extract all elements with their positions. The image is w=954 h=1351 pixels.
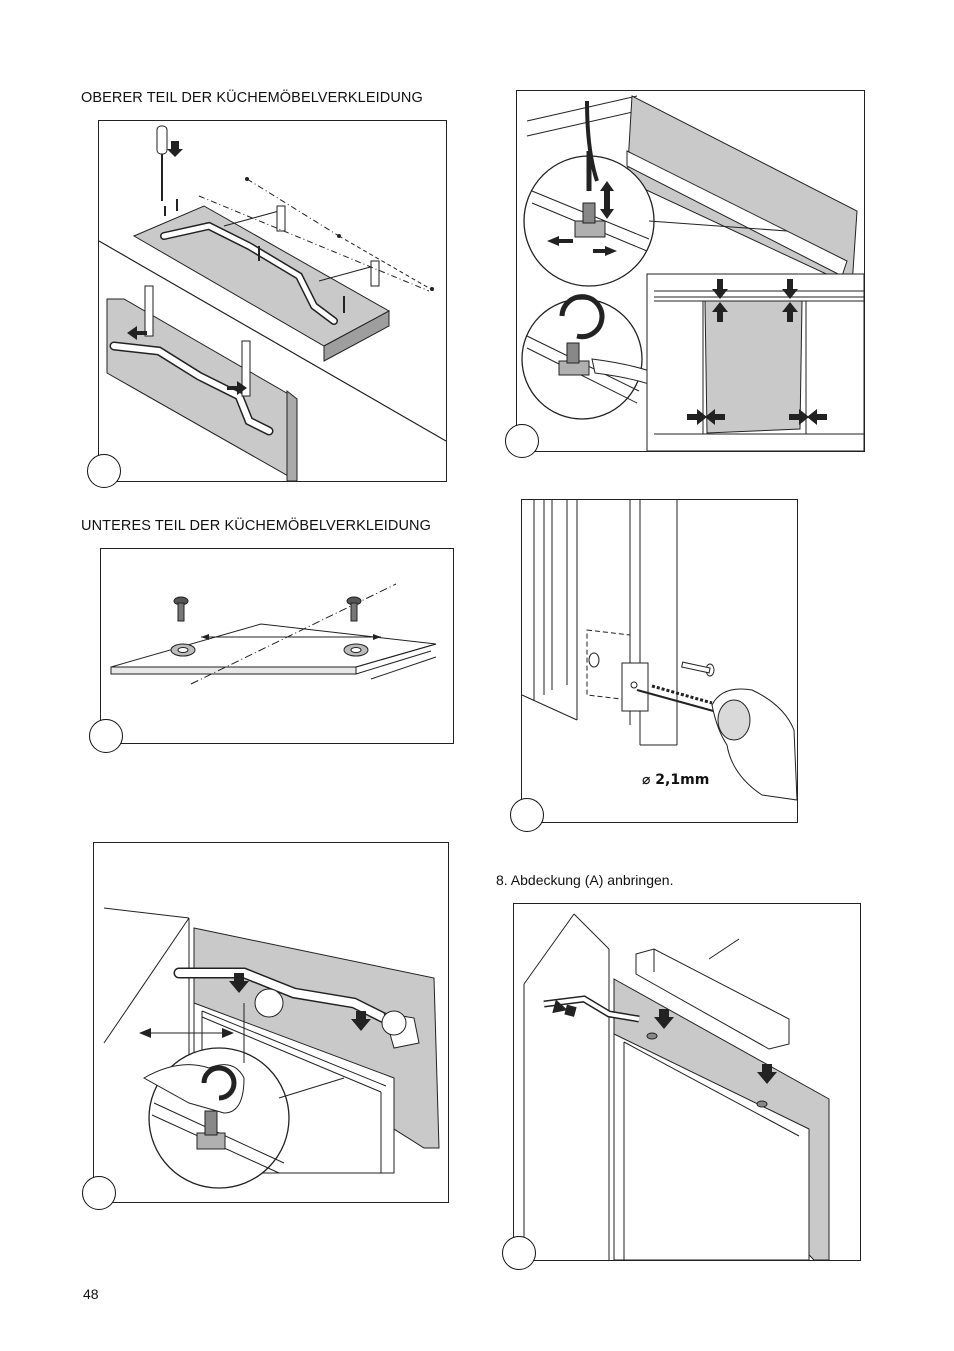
illustration-adjustment xyxy=(521,95,865,452)
figure-drilling: ⌀ 2,1mm xyxy=(510,499,798,832)
step-circle xyxy=(87,454,121,488)
step-circle xyxy=(510,798,544,832)
step-circle xyxy=(82,1176,116,1210)
figure-adjustment xyxy=(505,90,865,458)
step-circle xyxy=(505,424,539,458)
figure-cover-installation xyxy=(502,903,861,1270)
step-circle xyxy=(89,719,123,753)
heading-upper-panel: OBERER TEIL DER KÜCHEMÖBELVERKLEIDUNG xyxy=(81,90,423,106)
heading-lower-panel: UNTERES TEIL DER KÜCHEMÖBELVERKLEIDUNG xyxy=(81,518,431,534)
illustration-lower-panel xyxy=(110,583,437,685)
illustration-hinge xyxy=(103,907,440,1189)
illustration-upper-panel xyxy=(98,125,447,482)
figure-hinge-adjustment xyxy=(82,842,449,1210)
illustration-cover xyxy=(523,913,830,1261)
step-circle xyxy=(502,1236,536,1270)
drill-diameter-label: ⌀ 2,1mm xyxy=(642,772,710,788)
illustration-drilling xyxy=(521,500,798,801)
figure-lower-panel xyxy=(89,548,454,753)
caption-step-8: 8. Abdeckung (A) anbringen. xyxy=(496,872,674,888)
figure-upper-panel-mounting xyxy=(87,120,447,488)
page-number: 48 xyxy=(83,1286,99,1302)
